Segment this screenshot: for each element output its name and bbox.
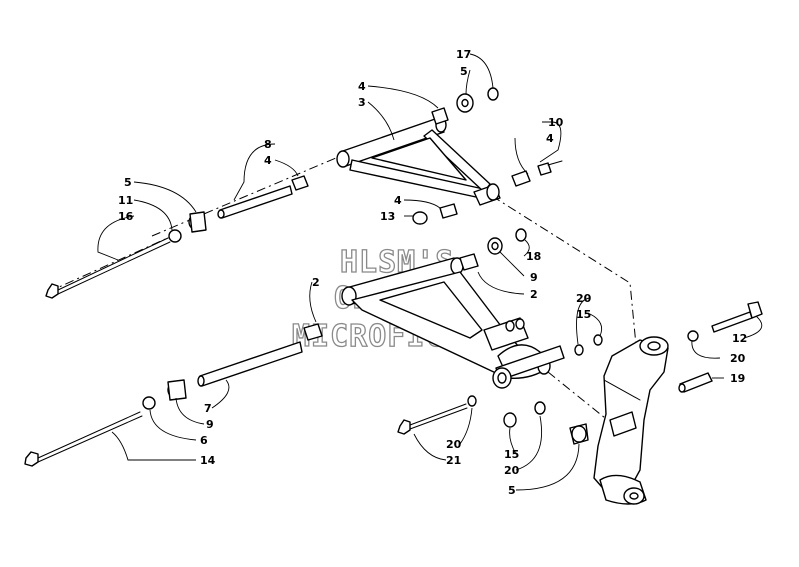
callout-21: 21 (446, 454, 461, 467)
callout-6: 6 (200, 434, 208, 447)
callout-15: 15 (576, 308, 591, 321)
callout-18: 18 (526, 250, 541, 263)
callout-5: 5 (508, 484, 516, 497)
callout-9: 9 (530, 271, 538, 284)
callout-5: 5 (124, 176, 132, 189)
upper-a-arm (336, 117, 501, 206)
callout-12: 12 (732, 332, 747, 345)
callout-15: 15 (504, 448, 519, 461)
spindle-hardware (503, 301, 763, 445)
callout-2: 2 (530, 288, 538, 301)
leader-lines (97, 53, 763, 491)
callout-20: 20 (576, 292, 592, 305)
callout-10: 10 (548, 116, 564, 129)
callout-7: 7 (204, 402, 212, 415)
callout-8: 8 (264, 138, 272, 151)
callout-3: 3 (358, 96, 366, 109)
upper-hardware (45, 87, 563, 299)
callout-20: 20 (730, 352, 746, 365)
callout-19: 19 (730, 372, 745, 385)
callout-9: 9 (206, 418, 214, 431)
callout-4: 4 (394, 194, 402, 207)
callout-20: 20 (446, 438, 462, 451)
spindle (593, 336, 669, 505)
assembly-reference-lines (47, 151, 637, 423)
callout-2: 2 (312, 276, 320, 289)
callout-14: 14 (200, 454, 216, 467)
lower-a-arm (341, 257, 565, 389)
lower-hardware (24, 228, 603, 467)
callout-17: 17 (456, 48, 471, 61)
callout-4: 4 (264, 154, 272, 167)
callout-11: 11 (118, 194, 133, 207)
callout-5: 5 (460, 65, 468, 78)
callout-4: 4 (358, 80, 366, 93)
callout-13: 13 (380, 210, 395, 223)
callout-20: 20 (504, 464, 520, 477)
callout-4: 4 (546, 132, 554, 145)
callouts: 17 5 4 3 10 4 8 4 5 11 16 4 13 18 9 2 2 … (118, 48, 747, 497)
callout-16: 16 (118, 210, 134, 223)
